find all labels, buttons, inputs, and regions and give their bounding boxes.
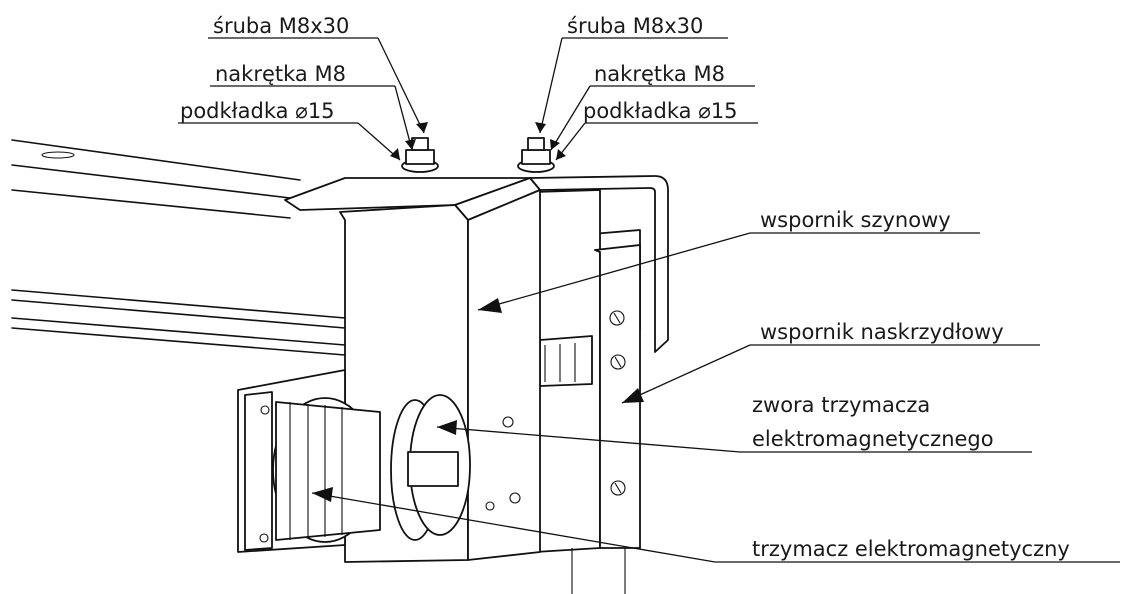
label-wing-bracket: wspornik naskrzydłowy — [760, 320, 1004, 344]
label-rail-bracket: wspornik szynowy — [760, 208, 951, 232]
label-holder: trzymacz elektromagnetyczny — [752, 537, 1070, 561]
label-nut-right: nakrętka M8 — [594, 62, 725, 86]
label-bolt-right: śruba M8x30 — [567, 14, 703, 38]
label-armature-line1: zwora trzymacza — [752, 393, 930, 417]
label-nut-left: nakrętka M8 — [215, 62, 346, 86]
label-washer-right: podkładka ⌀15 — [583, 99, 738, 123]
label-armature-line2: elektromagnetycznego — [752, 427, 994, 451]
label-washer-left: podkładka ⌀15 — [180, 99, 335, 123]
leaders — [178, 37, 1120, 563]
fastener-left — [401, 137, 439, 173]
electromagnetic-holder — [237, 369, 471, 553]
fastener-right — [517, 137, 555, 173]
rail-beam — [11, 139, 346, 356]
label-bolt-left: śruba M8x30 — [213, 14, 349, 38]
